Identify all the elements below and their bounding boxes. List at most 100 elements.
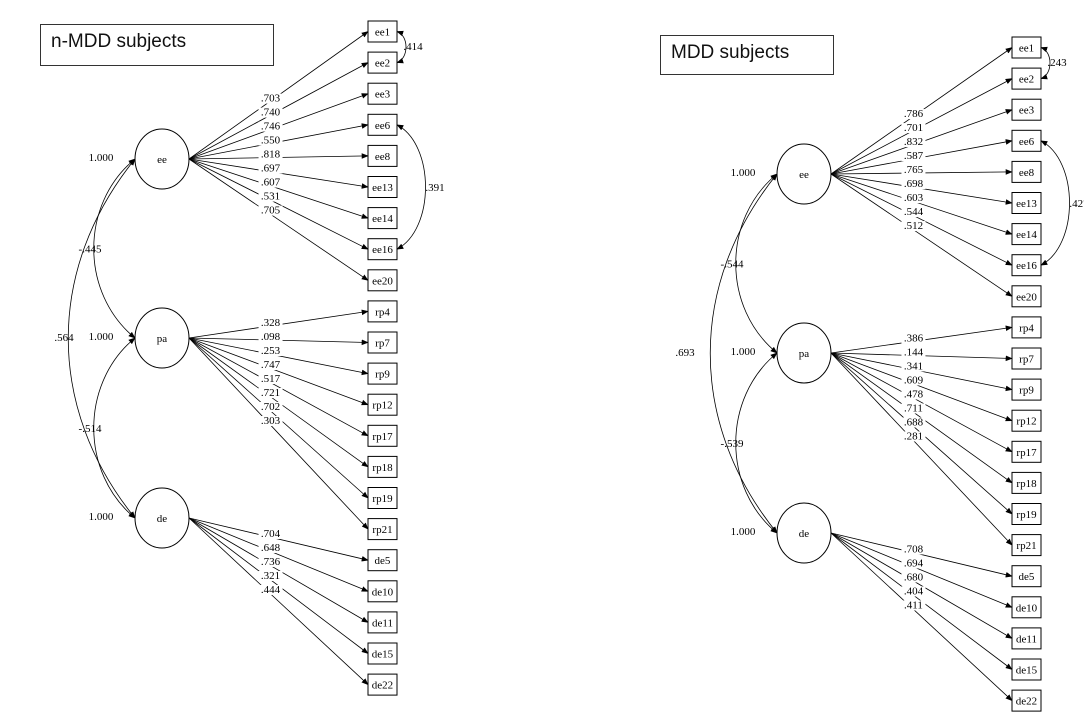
loading-label: .688 bbox=[904, 416, 924, 428]
loading-arrow bbox=[188, 158, 369, 281]
loading-arrow bbox=[188, 337, 369, 437]
item-label-rp9: rp9 bbox=[375, 369, 390, 381]
correlation-label-ee-pa: -.445 bbox=[79, 244, 102, 256]
loading-label: .531 bbox=[261, 191, 280, 203]
loading-label: .607 bbox=[261, 177, 281, 189]
loading-label: .680 bbox=[904, 571, 924, 583]
loading-label: .281 bbox=[904, 430, 923, 442]
item-label-rp12: rp12 bbox=[1016, 416, 1036, 428]
loading-arrow bbox=[830, 352, 1013, 453]
loading-label-bg bbox=[901, 403, 926, 414]
loading-label-bg bbox=[901, 375, 926, 386]
loading-label-bg bbox=[901, 361, 926, 372]
correlation-label-ee-de: .693 bbox=[675, 347, 695, 359]
loading-label: .705 bbox=[261, 205, 281, 217]
loading-label: .703 bbox=[261, 93, 281, 105]
loading-arrow bbox=[830, 532, 1013, 639]
loading-arrow bbox=[188, 158, 369, 250]
item-label-ee14: ee14 bbox=[372, 213, 393, 225]
loading-label: .701 bbox=[904, 122, 923, 134]
loading-label: .144 bbox=[904, 346, 924, 358]
factor-label-ee: ee bbox=[799, 169, 809, 181]
loading-label-bg bbox=[258, 542, 283, 553]
loading-label-bg bbox=[901, 333, 926, 344]
loading-label: .711 bbox=[904, 402, 923, 414]
loading-label-bg bbox=[901, 207, 926, 218]
item-label-rp18: rp18 bbox=[372, 462, 393, 474]
loading-label-bg bbox=[258, 318, 283, 329]
loading-label: .321 bbox=[261, 570, 280, 582]
loading-label: .544 bbox=[904, 206, 924, 218]
loading-label: .702 bbox=[261, 401, 280, 413]
loading-arrow bbox=[188, 517, 369, 592]
loading-label: .609 bbox=[904, 374, 924, 386]
factor-label-ee: ee bbox=[157, 154, 167, 166]
item-label-ee6: ee6 bbox=[375, 120, 391, 132]
item-label-rp21: rp21 bbox=[372, 524, 392, 536]
loading-arrow bbox=[830, 352, 1013, 546]
loading-label: .444 bbox=[261, 584, 281, 596]
loading-arrow bbox=[830, 173, 1013, 266]
item-label-de15: de15 bbox=[372, 649, 394, 661]
loading-label-bg bbox=[258, 205, 283, 216]
loading-label: .098 bbox=[261, 331, 281, 343]
loading-label: .694 bbox=[904, 557, 924, 569]
factor-variance-de: 1.000 bbox=[731, 526, 756, 538]
loading-label-bg bbox=[901, 347, 926, 358]
item-label-ee20: ee20 bbox=[1016, 291, 1037, 303]
loading-label-bg bbox=[901, 123, 926, 134]
loading-label-bg bbox=[901, 151, 926, 162]
loading-label: .721 bbox=[261, 387, 280, 399]
loading-label-bg bbox=[901, 137, 926, 148]
item-label-de10: de10 bbox=[372, 586, 394, 598]
loading-label-bg bbox=[258, 556, 283, 567]
loading-label-bg bbox=[258, 388, 283, 399]
factor-variance-pa: 1.000 bbox=[89, 331, 114, 343]
loading-label-bg bbox=[258, 107, 283, 118]
correlation-label-ee-pa: -.544 bbox=[721, 259, 744, 271]
item-label-de5: de5 bbox=[375, 555, 391, 567]
item-label-de11: de11 bbox=[372, 617, 393, 629]
loading-label-bg bbox=[258, 528, 283, 539]
item-label-ee3: ee3 bbox=[375, 89, 391, 101]
loading-label-bg bbox=[901, 165, 926, 176]
item-label-rp7: rp7 bbox=[375, 338, 390, 350]
factor-label-pa: pa bbox=[799, 348, 810, 360]
loading-label-bg bbox=[901, 417, 926, 428]
loading-label-bg bbox=[258, 149, 283, 160]
loading-label-bg bbox=[901, 600, 926, 611]
loading-label: .386 bbox=[904, 332, 924, 344]
loading-label-bg bbox=[258, 570, 283, 581]
error-covariance-arc-ee1-ee2 bbox=[1040, 46, 1051, 80]
loading-label-bg bbox=[258, 93, 283, 104]
loading-label: .736 bbox=[261, 556, 281, 568]
loading-arrow bbox=[188, 517, 369, 562]
item-label-ee16: ee16 bbox=[1016, 260, 1037, 272]
loading-label-bg bbox=[901, 558, 926, 569]
loading-label: .708 bbox=[904, 543, 924, 555]
item-label-ee8: ee8 bbox=[375, 151, 391, 163]
correlation-arc-pa-de bbox=[735, 352, 778, 534]
loading-label-bg bbox=[901, 221, 926, 232]
loading-label: .603 bbox=[904, 192, 924, 204]
item-label-de22: de22 bbox=[372, 680, 393, 692]
loading-label: .303 bbox=[261, 415, 281, 427]
item-label-ee20: ee20 bbox=[372, 275, 393, 287]
loading-label: .550 bbox=[261, 135, 281, 147]
loading-label: .404 bbox=[904, 585, 924, 597]
loading-label-bg bbox=[258, 360, 283, 371]
error-covariance-arc-ee6-ee16 bbox=[396, 124, 426, 250]
factor-variance-ee: 1.000 bbox=[731, 167, 756, 179]
item-label-ee3: ee3 bbox=[1019, 105, 1035, 117]
loading-label: .478 bbox=[904, 388, 924, 400]
correlation-arc-pa-de bbox=[93, 337, 136, 519]
loading-label-bg bbox=[901, 389, 926, 400]
item-label-ee13: ee13 bbox=[1016, 198, 1037, 210]
error-covariance-label-ee6-ee16: .427 bbox=[1069, 198, 1084, 210]
item-label-ee16: ee16 bbox=[372, 244, 393, 256]
item-label-de22: de22 bbox=[1016, 696, 1037, 708]
item-label-ee8: ee8 bbox=[1019, 167, 1035, 179]
loading-label-bg bbox=[258, 177, 283, 188]
loading-label: .517 bbox=[261, 373, 281, 385]
